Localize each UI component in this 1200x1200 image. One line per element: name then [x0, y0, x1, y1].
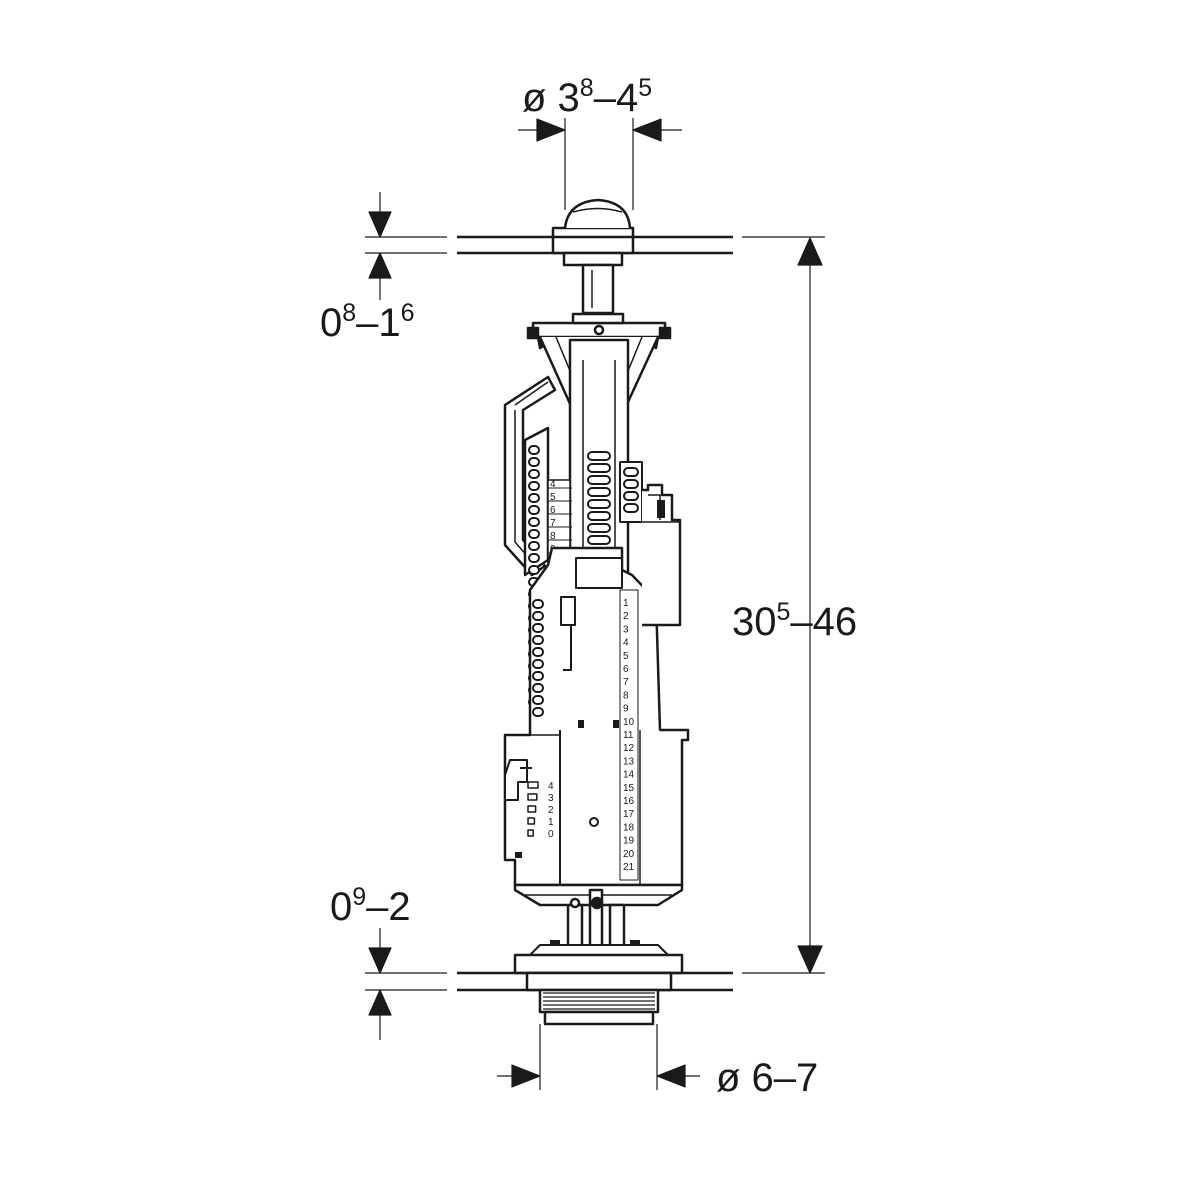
right-scale-label: 15 [623, 783, 635, 794]
pipe-slot [587, 535, 611, 545]
bottom-gap-dimension [368, 928, 392, 1040]
rack-tooth [528, 553, 540, 563]
right-scale-label: 19 [623, 836, 635, 847]
rail-tooth [532, 611, 544, 621]
rail-tooth [532, 683, 544, 693]
valve-base [365, 883, 825, 1026]
rack-tooth [528, 541, 540, 551]
bottom-gap-label: 09–2 [330, 883, 411, 929]
height-dimension [797, 237, 823, 974]
rail-tooth [532, 599, 544, 609]
upper-scale-label: 6 [550, 505, 556, 516]
float-tooth [623, 503, 639, 513]
pipe-slot [587, 463, 611, 473]
rack-tooth [528, 493, 540, 503]
rail-tooth [532, 635, 544, 645]
rail-tooth [532, 695, 544, 705]
top-gap-dimension [368, 192, 392, 300]
push-button [551, 198, 635, 315]
pipe-slot [587, 523, 611, 533]
height-label: 305–46 [732, 598, 858, 644]
upper-scale-label: 4 [550, 479, 556, 490]
right-scale-label: 9 [623, 704, 629, 715]
lower-scale-label: 4 [548, 781, 554, 792]
rail-tooth [532, 623, 544, 633]
lower-scale-label: 3 [548, 793, 554, 804]
adjust-step [527, 793, 538, 801]
right-scale-label: 1 [623, 598, 629, 609]
right-scale-label: 8 [623, 690, 629, 701]
float-tooth [623, 467, 639, 477]
right-scale-label: 11 [623, 730, 634, 741]
lower-scale-label: 1 [548, 817, 554, 828]
right-scale-label: 20 [623, 849, 635, 860]
pipe-slot [587, 475, 611, 485]
right-scale-label: 17 [623, 809, 635, 820]
right-scale-label: 12 [623, 743, 635, 754]
right-scale-label: 7 [623, 677, 629, 688]
right-scale-label: 10 [623, 717, 635, 728]
upper-scale-label: 7 [550, 518, 556, 529]
pipe-slot [587, 511, 611, 521]
right-scale-label: 13 [623, 756, 635, 767]
adjust-step [527, 781, 539, 789]
right-scale-label: 21 [623, 862, 635, 873]
rack-tooth [528, 505, 540, 515]
pipe-slot [587, 487, 611, 497]
adjust-step [527, 805, 537, 813]
right-scale-label: 4 [623, 638, 629, 649]
upper-scale-label: 5 [550, 492, 556, 503]
rail-tooth [532, 659, 544, 669]
rack-tooth [528, 445, 540, 455]
pipe-slot [587, 499, 611, 509]
upper-scale-label: 8 [550, 531, 556, 542]
right-scale-label: 5 [623, 651, 629, 662]
rack-tooth [528, 517, 540, 527]
bottom-diameter-dimension [497, 1024, 700, 1090]
rail-tooth [532, 707, 544, 717]
rack-tooth [528, 457, 540, 467]
float-tooth [623, 491, 639, 501]
adjust-step [527, 817, 536, 825]
rack-tooth [528, 565, 540, 575]
rack-tooth [528, 481, 540, 491]
right-scale-label: 14 [623, 770, 635, 781]
top-gap-label: 08–16 [320, 299, 415, 345]
right-scale-label: 3 [623, 624, 629, 635]
lower-scale-label: 2 [548, 805, 554, 816]
right-scale-label: 6 [623, 664, 629, 675]
right-scale-label: 18 [623, 822, 635, 833]
right-scale-label: 2 [623, 611, 629, 622]
rail-tooth [532, 671, 544, 681]
float-box [619, 461, 682, 627]
top-diameter-dimension [518, 118, 682, 210]
right-scale-label: 16 [623, 796, 635, 807]
top-diameter-label: ø 38–45 [522, 74, 653, 120]
float-tooth [623, 479, 639, 489]
adjust-step [527, 829, 534, 837]
rack-tooth [528, 529, 540, 539]
bottom-diameter-label: ø 6–7 [716, 1056, 819, 1100]
rack-tooth [528, 469, 540, 479]
rail-tooth [532, 647, 544, 657]
pipe-slot [587, 451, 611, 461]
lower-scale-label: 0 [548, 829, 554, 840]
